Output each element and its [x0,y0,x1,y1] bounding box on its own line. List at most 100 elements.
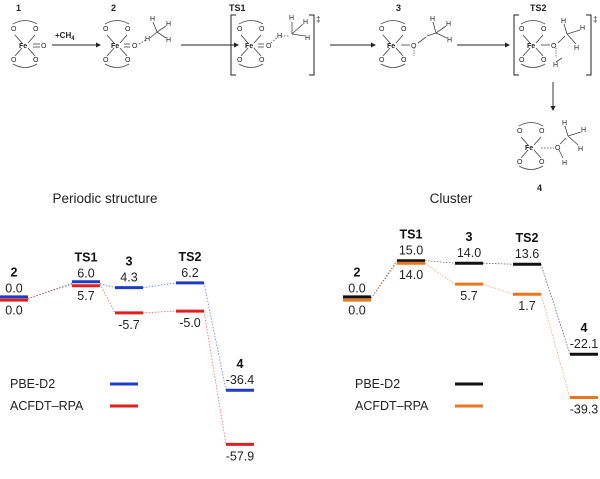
connector-acfdt-rpa-0 [370,263,398,299]
connector-acfdt-rpa-3 [203,311,227,445]
value-label-pbe-d2-ts2: 13.6 [515,247,539,261]
connector-pbe-d2-1 [99,283,116,289]
value-label-pbe-d2-ts1: 6.0 [77,266,94,280]
state-label-3: 3 [126,255,133,269]
scheme-arrows [52,42,556,111]
value-label-acfdt-rpa-ts1: 5.7 [77,289,94,303]
atom-h: H [303,19,308,26]
atom-o: O [379,57,385,64]
molecule-1 [12,20,40,68]
value-label-pbe-d2-2: 0.0 [348,282,365,296]
atom-o: O [33,57,39,64]
atom-o: O [539,159,545,166]
value-label-pbe-d2-4: -22.1 [570,337,599,351]
atom-fe: Fe [19,43,27,50]
value-label-acfdt-rpa-ts2: 1.7 [518,299,535,313]
connector-pbe-d2-2 [482,262,514,265]
atom-h: H [446,21,451,28]
value-label-acfdt-rpa-3: -5.7 [118,318,140,332]
ts2-double-dagger: ‡ [593,15,597,24]
molecule-3 [380,20,448,68]
value-label-pbe-d2-2: 0.0 [5,282,22,296]
state-label-ts1: TS1 [400,228,423,242]
atom-o: O [541,57,547,64]
scheme-label-3: 3 [396,3,401,13]
value-label-pbe-d2-3: 4.3 [120,271,137,285]
state-label-ts2: TS2 [179,250,202,264]
connector-pbe-d2-2 [142,282,177,289]
atom-h: H [166,37,171,44]
atom-h: H [574,45,579,52]
connector-acfdt-rpa-3 [540,294,571,398]
atom-h: H [145,36,150,43]
molecule-4 [518,122,582,170]
atom-o: O [259,57,265,64]
atom-fe: Fe [525,145,533,152]
atom-o: O [555,145,561,152]
atom-h: H [580,25,585,32]
value-label-acfdt-rpa-ts2: -5.0 [179,316,201,330]
atom-fe: Fe [387,43,395,50]
value-label-acfdt-rpa-4: -39.3 [570,403,599,417]
value-label-pbe-d2-ts1: 15.0 [399,244,423,258]
connector-acfdt-rpa-0 [27,283,73,299]
value-label-acfdt-rpa-2: 0.0 [5,304,22,318]
atom-h: H [562,120,567,127]
atom-o: O [519,57,525,64]
molecule-ts2 [520,20,581,68]
molecule-ts1 [238,20,306,68]
atom-o: O [517,159,523,166]
value-label-pbe-d2-3: 14.0 [457,246,481,260]
atom-h: H [430,16,435,23]
connector-acfdt-rpa-1 [99,283,116,314]
reaction-scheme: 1 2 TS1 3 TS2 4 +CH4 ‡ [11,3,597,193]
atom-o: O [266,43,272,50]
atom-o: O [125,57,131,64]
atom-h: H [166,21,171,28]
scheme-label-ts2: TS2 [530,3,547,13]
atom-h: H [277,33,282,40]
atom-h: H [578,146,583,153]
scheme-label-1: 1 [16,3,21,13]
arrowhead-ts1-3 [371,42,376,48]
atom-o: O [11,57,17,64]
state-label-4: 4 [237,357,244,371]
value-label-pbe-d2-ts2: 6.2 [181,266,198,280]
atom-h: H [562,160,567,167]
atom-o: O [237,26,243,33]
ts1-double-dagger: ‡ [316,15,320,24]
atom-o: O [401,26,407,33]
ts1-brackets [230,14,315,76]
connector-pbe-d2-3 [540,264,571,355]
panel-title-periodic: Periodic structure [52,191,157,206]
state-label-4: 4 [581,321,588,335]
value-label-acfdt-rpa-ts1: 14.0 [399,268,423,282]
connector-acfdt-rpa-2 [142,310,177,314]
value-label-acfdt-rpa-4: -57.9 [226,449,255,463]
atom-h: H [553,62,558,69]
scheme-label-4: 4 [537,183,542,193]
panel-title-cluster: Cluster [430,191,473,206]
value-label-acfdt-rpa-3: 5.7 [460,289,477,303]
atom-o: O [379,26,385,33]
legend-label-acfdt-rpa: ACFDT–RPA [355,399,429,413]
reagent-label: +CH4 [55,31,75,42]
atom-h: H [150,16,155,23]
connector-acfdt-rpa-2 [482,283,514,295]
atom-o: O [411,43,417,50]
connector-acfdt-rpa-1 [424,262,456,285]
value-label-pbe-d2-4: -36.4 [226,373,255,387]
atom-h: H [305,35,310,42]
atom-h: H [447,37,452,44]
state-label-2: 2 [354,266,361,280]
atom-o: O [132,43,138,50]
state-label-ts2: TS2 [516,231,539,245]
atom-o: O [401,57,407,64]
molecule-2 [104,20,167,68]
atom-o: O [33,26,39,33]
atom-fe: Fe [527,43,535,50]
ts2-brackets [513,14,592,76]
